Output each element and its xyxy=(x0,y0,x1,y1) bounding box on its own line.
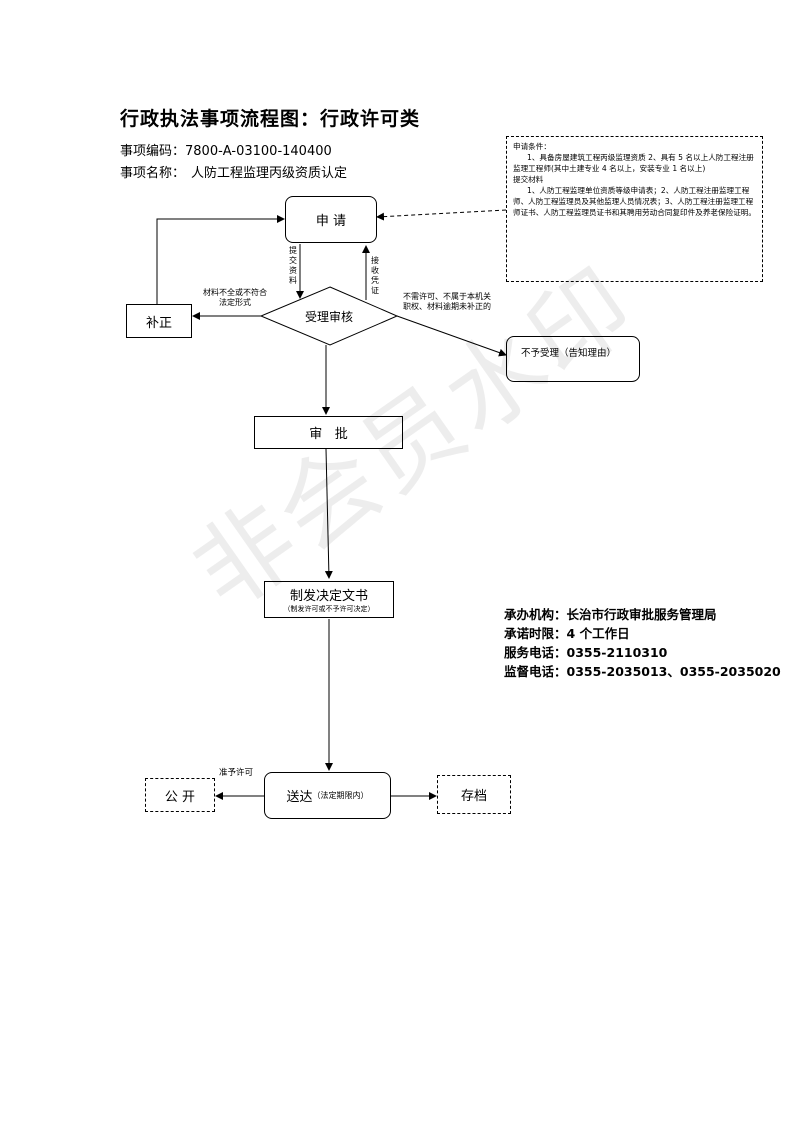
edge-label-reject: 不需许可、不属于本机关 职权、材料逾期未补正的 xyxy=(403,292,491,312)
node-review: 受理审核 xyxy=(261,306,397,325)
node-apply-label: 申 请 xyxy=(315,214,347,229)
info-supervise-value: 0355-2035013、0355-2035020 xyxy=(566,664,781,679)
review-diamond xyxy=(259,286,399,346)
edge-label-receipt: 接收凭证 xyxy=(371,256,379,295)
edge-label-reject-line2: 职权、材料逾期未补正的 xyxy=(403,302,491,311)
edge-label-submit: 提交资料 xyxy=(289,246,297,285)
info-service-label: 服务电话： xyxy=(504,645,567,660)
materials-heading: 提交材料 xyxy=(513,175,544,184)
application-conditions-box: 申请条件： 1、具备房屋建筑工程丙级监理资质 2、具有 5 名以上人防工程注册监… xyxy=(506,136,763,282)
item-code-value: 7800-A-03100-140400 xyxy=(185,144,332,159)
node-deliver-note: （法定期限内） xyxy=(312,791,369,800)
node-approve: 审 批 xyxy=(254,416,403,449)
node-reject-label: 不予受理（告知理由） xyxy=(521,348,617,359)
edge-supplement-to-apply xyxy=(156,215,285,304)
edge-label-incomplete: 材料不全或不符合 法定形式 xyxy=(200,288,270,308)
node-archive: 存档 xyxy=(437,775,511,814)
info-deadline-label: 承诺时限： xyxy=(504,626,567,641)
edge-approve-to-decision xyxy=(324,448,333,579)
node-publish: 公 开 xyxy=(145,778,215,812)
item-name-value: 人防工程监理丙级资质认定 xyxy=(191,166,348,181)
node-publish-label: 公 开 xyxy=(164,789,196,805)
node-supplement: 补正 xyxy=(126,304,192,338)
edge-label-incomplete-line1: 材料不全或不符合 xyxy=(203,288,267,297)
node-approve-label: 审 批 xyxy=(309,427,348,442)
node-decision: 制发决定文书 （制发许可或不予许可决定） xyxy=(264,581,394,618)
item-name-label: 事项名称： xyxy=(120,166,186,181)
edge-review-to-reject xyxy=(396,315,507,357)
edge-label-reject-line1: 不需许可、不属于本机关 xyxy=(403,292,491,301)
info-service-value: 0355-2110310 xyxy=(566,645,668,660)
info-supervise-phone: 监督电话：0355-2035013、0355-2035020 xyxy=(504,661,781,680)
conditions-text: 1、具备房屋建筑工程丙级监理资质 2、具有 5 名以上人防工程注册监理工程师(其… xyxy=(513,153,754,173)
item-code-line: 事项编码：7800-A-03100-140400 xyxy=(120,140,332,159)
info-deadline: 承诺时限：4 个工作日 xyxy=(504,623,630,642)
info-supervise-label: 监督电话： xyxy=(504,664,567,679)
materials-text: 1、人防工程监理单位资质等级申请表；2、人防工程注册监理工程师、人防工程监理员及… xyxy=(513,186,756,217)
info-agency-label: 承办机构： xyxy=(504,607,567,622)
item-code-label: 事项编码： xyxy=(120,144,186,159)
info-deadline-value: 4 个工作日 xyxy=(566,626,630,641)
node-reject: 不予受理（告知理由） xyxy=(506,336,640,382)
node-review-label: 受理审核 xyxy=(304,310,353,324)
edge-label-granted: 准予许可 xyxy=(219,768,254,778)
node-apply: 申 请 xyxy=(285,196,377,243)
edge-conditions-to-apply xyxy=(376,209,507,221)
node-archive-label: 存档 xyxy=(460,789,487,804)
node-decision-note: （制发许可或不予许可决定） xyxy=(283,605,375,613)
node-supplement-label: 补正 xyxy=(145,315,172,331)
info-agency-value: 长治市行政审批服务管理局 xyxy=(566,607,717,622)
page-title: 行政执法事项流程图：行政许可类 xyxy=(120,108,421,130)
item-name-line: 事项名称： 人防工程监理丙级资质认定 xyxy=(120,162,347,181)
node-decision-label: 制发决定文书 xyxy=(289,589,368,604)
node-deliver-label: 送达 xyxy=(286,790,313,805)
node-deliver: 送达（法定期限内） xyxy=(264,772,391,819)
info-agency: 承办机构：长治市行政审批服务管理局 xyxy=(504,604,717,623)
info-service-phone: 服务电话：0355-2110310 xyxy=(504,642,667,661)
edge-label-incomplete-line2: 法定形式 xyxy=(219,298,251,307)
conditions-heading: 申请条件： xyxy=(513,142,551,151)
